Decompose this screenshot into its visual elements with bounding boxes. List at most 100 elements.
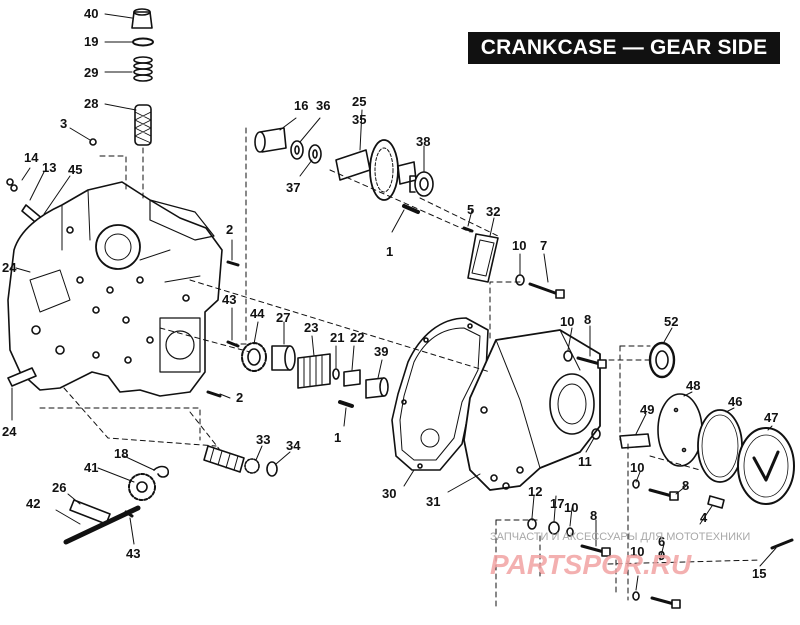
callout-c48: 48 bbox=[686, 378, 700, 393]
callout-c32: 32 bbox=[486, 204, 500, 219]
callout-c52: 52 bbox=[664, 314, 678, 329]
part-spacer-22 bbox=[343, 369, 361, 387]
part-bushing-39 bbox=[365, 377, 389, 399]
callout-c36: 36 bbox=[316, 98, 330, 113]
part-washer-36 bbox=[290, 140, 304, 160]
part-bushing-16 bbox=[254, 127, 287, 153]
callout-c9: 9 bbox=[658, 548, 665, 563]
callout-c35: 35 bbox=[352, 112, 366, 127]
callout-c37: 37 bbox=[286, 180, 300, 195]
part-dowel-43a bbox=[226, 340, 240, 348]
callout-c25: 25 bbox=[352, 94, 366, 109]
part-cover-plate-48 bbox=[657, 393, 703, 467]
callout-c42: 42 bbox=[26, 496, 40, 511]
part-washer-37 bbox=[308, 144, 322, 164]
alignment-lines bbox=[39, 127, 761, 611]
watermark-caption: ЗАПЧАСТИ И АКСЕССУАРЫ ДЛЯ МОТОТЕХНИКИ bbox=[490, 531, 750, 543]
part-dowel-1a bbox=[402, 204, 420, 214]
part-sleeve-26 bbox=[69, 499, 111, 525]
part-pump-gear-33 bbox=[203, 445, 260, 474]
callout-c43b: 43 bbox=[126, 546, 140, 561]
callout-c44: 44 bbox=[250, 306, 265, 321]
part-small-14 bbox=[6, 178, 18, 192]
part-washer-34 bbox=[266, 461, 278, 477]
callout-c29: 29 bbox=[84, 65, 98, 80]
part-camshaft-25 bbox=[335, 139, 417, 201]
callout-c16: 16 bbox=[294, 98, 308, 113]
callout-c2b: 2 bbox=[236, 390, 243, 405]
part-gear-41 bbox=[128, 473, 156, 501]
callout-c41: 41 bbox=[84, 460, 98, 475]
leader-lines bbox=[11, 13, 777, 591]
callout-c18: 18 bbox=[114, 446, 128, 461]
callout-c3: 3 bbox=[60, 116, 67, 131]
callout-c10d: 10 bbox=[564, 500, 578, 515]
part-screw-7 bbox=[515, 274, 565, 299]
part-screw-9 bbox=[632, 591, 681, 609]
part-dowel-1b bbox=[338, 400, 354, 408]
part-emblem-47 bbox=[737, 427, 795, 505]
callout-c26: 26 bbox=[52, 480, 66, 495]
callout-c10a: 10 bbox=[512, 238, 526, 253]
callout-c5: 5 bbox=[467, 202, 474, 217]
part-plug-3 bbox=[89, 138, 97, 146]
part-screw-8b bbox=[632, 479, 679, 501]
callout-c6: 6 bbox=[658, 534, 665, 549]
callout-c24a: 24 bbox=[2, 260, 17, 275]
part-screw-15 bbox=[770, 538, 794, 550]
part-bushing-27 bbox=[271, 345, 296, 371]
callout-c38: 38 bbox=[416, 134, 430, 149]
part-dowel-5 bbox=[462, 226, 474, 233]
part-clip-18 bbox=[153, 465, 170, 478]
callout-c23: 23 bbox=[304, 320, 318, 335]
watermark-logo: PARTSPOR.RU bbox=[490, 549, 692, 580]
callout-c24b: 24 bbox=[2, 424, 17, 439]
part-washer-21 bbox=[332, 368, 340, 380]
callout-c8c: 8 bbox=[590, 508, 597, 523]
callout-c15: 15 bbox=[752, 566, 766, 581]
callout-c43a: 43 bbox=[222, 292, 236, 307]
callout-c46: 46 bbox=[728, 394, 742, 409]
callout-c8a: 8 bbox=[584, 312, 591, 327]
part-seal-52 bbox=[648, 341, 676, 379]
part-key-43b bbox=[124, 510, 134, 518]
part-filter-28 bbox=[134, 104, 152, 146]
callout-c14: 14 bbox=[24, 150, 39, 165]
part-gasket-30 bbox=[391, 317, 489, 471]
part-bearing-23 bbox=[297, 353, 331, 389]
callout-c30: 30 bbox=[382, 486, 396, 501]
callout-c49: 49 bbox=[640, 402, 654, 417]
callout-c19: 19 bbox=[84, 34, 98, 49]
callout-c34: 34 bbox=[286, 438, 301, 453]
callout-c22: 22 bbox=[350, 330, 364, 345]
callout-c10c: 10 bbox=[630, 460, 644, 475]
callout-c33: 33 bbox=[256, 432, 270, 447]
part-spring-29 bbox=[133, 56, 153, 82]
part-dowel-2a bbox=[226, 260, 240, 267]
callout-c11: 11 bbox=[578, 454, 592, 469]
part-dowel-2b bbox=[206, 390, 222, 398]
callout-c7: 7 bbox=[540, 238, 547, 253]
callout-c12: 12 bbox=[528, 484, 542, 499]
callout-c40: 40 bbox=[84, 6, 98, 21]
callout-c8b: 8 bbox=[682, 478, 689, 493]
callout-c17: 17 bbox=[550, 496, 564, 511]
part-cap-40 bbox=[131, 8, 153, 29]
part-oring-19 bbox=[132, 37, 154, 47]
callout-c4: 4 bbox=[700, 510, 708, 525]
callout-c1a: 1 bbox=[386, 244, 393, 259]
callout-c45: 45 bbox=[68, 162, 82, 177]
part-pin-24 bbox=[7, 367, 37, 387]
part-gasket-32 bbox=[467, 233, 499, 283]
callout-c10b: 10 bbox=[560, 314, 574, 329]
part-bearing-38 bbox=[409, 171, 434, 197]
callout-c31: 31 bbox=[426, 494, 440, 509]
callout-c39: 39 bbox=[374, 344, 388, 359]
part-crankcase bbox=[7, 181, 223, 397]
callout-c28: 28 bbox=[84, 96, 98, 111]
callout-c47: 47 bbox=[764, 410, 778, 425]
part-gear-cover-31 bbox=[463, 329, 601, 491]
